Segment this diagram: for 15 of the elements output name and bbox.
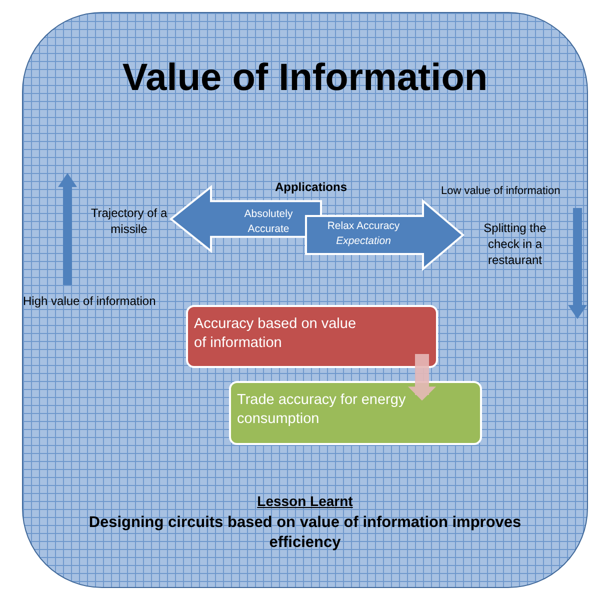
heading-text: Applications: [274, 179, 348, 196]
rounded-panel: [22, 12, 588, 588]
process-box: Trade accuracy for energy consumption: [229, 381, 482, 445]
pointer-banner: [306, 201, 463, 269]
heading-text: Lesson Learnt: [256, 493, 354, 509]
axis-label: High value of information: [23, 293, 157, 310]
title: Value of Information: [121, 57, 489, 100]
process-box: Accuracy based on value of information: [186, 305, 438, 368]
arrow-text: Absolutely Accurate: [243, 207, 294, 236]
arrow-text: Relax Accuracy Expectation: [326, 219, 401, 248]
example-text: Trajectory of a missile: [90, 205, 168, 238]
axis-label: Low value of information: [441, 184, 562, 199]
down-arrow: [408, 354, 436, 401]
conclusion-text: Designing circuits based on value of information improves efficiency: [88, 513, 522, 554]
example-text: Splitting the check in a restaurant: [482, 220, 548, 269]
